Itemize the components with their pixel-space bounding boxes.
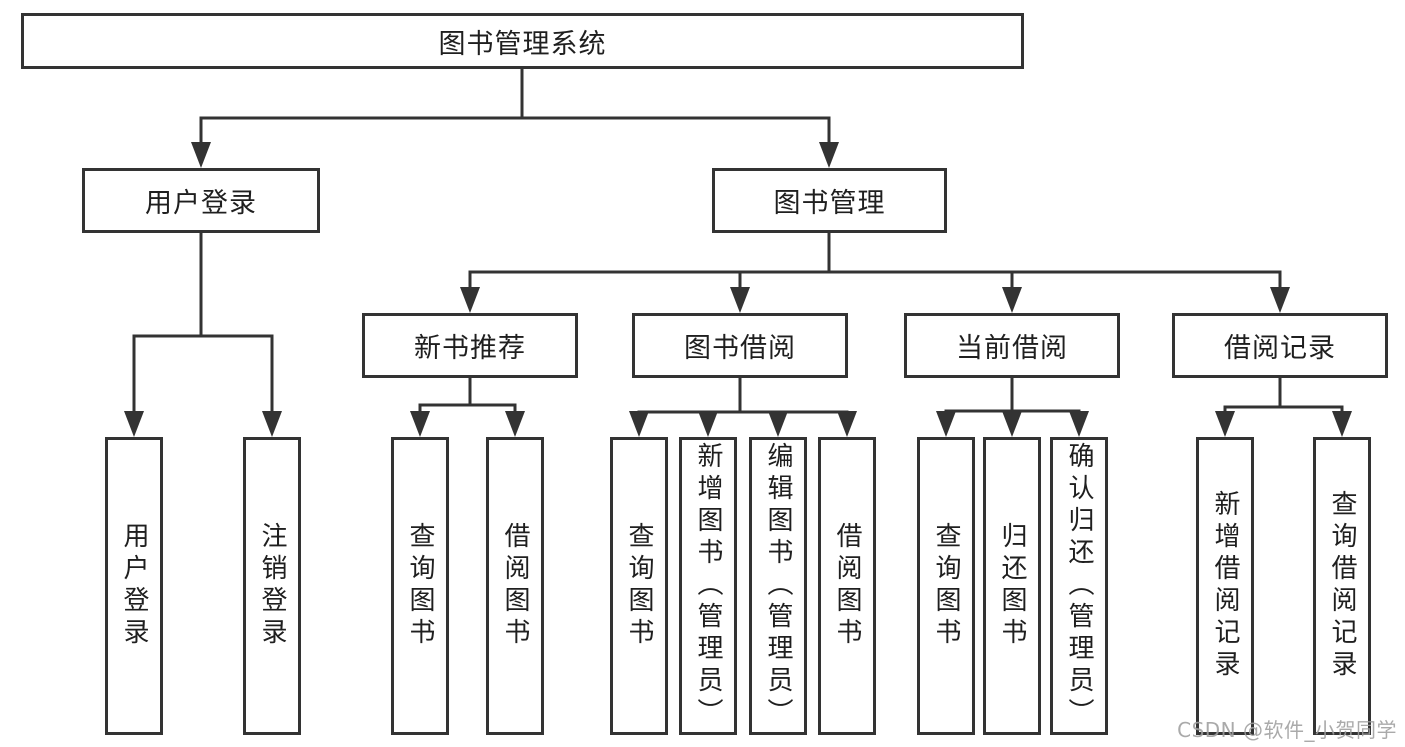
leaf-edit-books-admin: 编辑图书（管理员）	[749, 437, 807, 735]
node-current-borrowing: 当前借阅	[904, 313, 1120, 378]
leaf-confirm-return-admin: 确认归还（管理员）	[1050, 437, 1108, 735]
node-user-login-branch: 用户登录	[82, 168, 320, 233]
node-book-management-branch: 图书管理	[712, 168, 947, 233]
leaf-logout: 注销登录	[243, 437, 301, 735]
leaf-return-books: 归还图书	[983, 437, 1041, 735]
node-new-book-recommendation: 新书推荐	[362, 313, 578, 378]
node-borrowing-records: 借阅记录	[1172, 313, 1388, 378]
leaf-query-borrow-record: 查询借阅记录	[1313, 437, 1371, 735]
node-library-system-root: 图书管理系统	[21, 13, 1024, 69]
leaf-current-query-books: 查询图书	[917, 437, 975, 735]
leaf-add-books-admin: 新增图书（管理员）	[679, 437, 737, 735]
watermark: CSDN @软件_小贺同学	[1177, 718, 1397, 742]
leaf-recommend-borrow-books: 借阅图书	[486, 437, 544, 735]
leaf-add-borrow-record: 新增借阅记录	[1196, 437, 1254, 735]
leaf-recommend-query-books: 查询图书	[391, 437, 449, 735]
leaf-borrow-books: 借阅图书	[818, 437, 876, 735]
node-book-borrowing: 图书借阅	[632, 313, 848, 378]
leaf-borrow-query-books: 查询图书	[610, 437, 668, 735]
leaf-user-login: 用户登录	[105, 437, 163, 735]
